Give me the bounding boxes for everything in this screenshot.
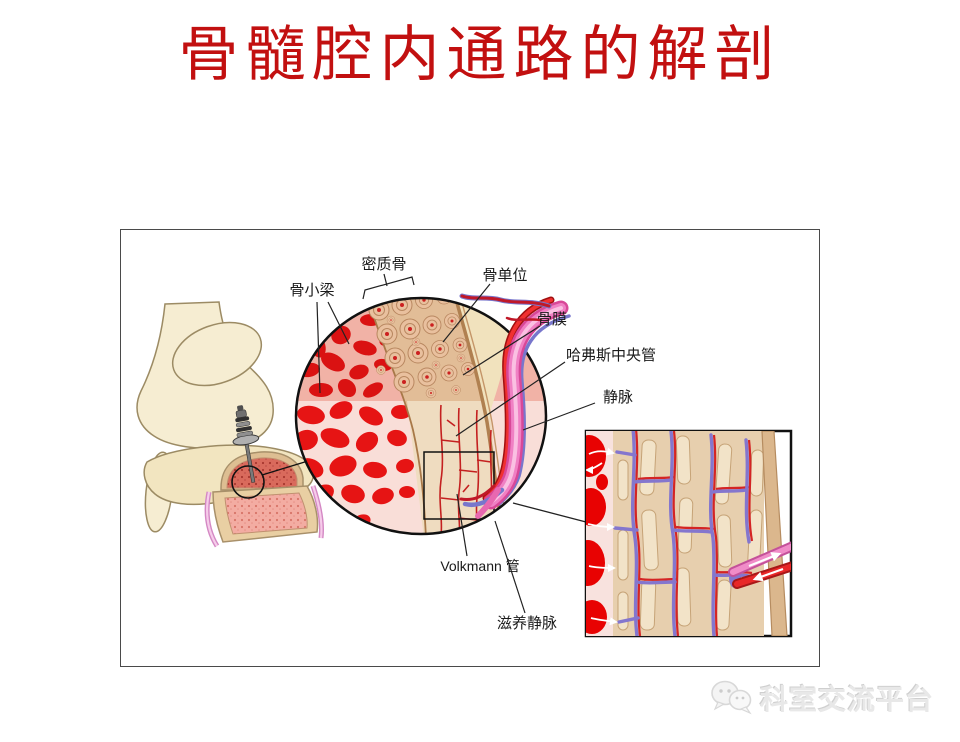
- leader-periosteum: [462, 325, 541, 376]
- label-osteon: 骨单位: [482, 267, 527, 284]
- knee-bone-illustration: [136, 301, 324, 548]
- patella: [171, 321, 263, 387]
- shaft-periosteum: [204, 485, 324, 548]
- periosteal-vessels: [459, 293, 571, 519]
- flow-arrows: [586, 447, 784, 626]
- page-title: 骨髓腔内通路的解剖: [178, 22, 782, 88]
- detail-inset-box: [584, 429, 793, 638]
- anatomy-diagram-frame: 骨小梁 密质骨 骨单位 骨膜 哈弗斯中央管 静脉 Volkmann 管 滋养静脉: [120, 229, 820, 667]
- inset-arteries: [634, 431, 754, 636]
- slide: { "slide": { "title": "骨髓腔内通路的解剖" }, "di…: [0, 22, 960, 742]
- magnified-region-marker: [231, 465, 265, 499]
- leader-trabeculae-1: [316, 301, 321, 394]
- leader-haversian: [455, 361, 566, 437]
- bone-cross-section-circle: [294, 293, 571, 536]
- diagram-labels: 骨小梁 密质骨 骨单位 骨膜 哈弗斯中央管 静脉 Volkmann 管 滋养静脉: [289, 256, 656, 632]
- leader-volkmann: [456, 493, 468, 557]
- circle-border: [294, 296, 548, 536]
- anatomy-diagram: 骨小梁 密质骨 骨单位 骨膜 哈弗斯中央管 静脉 Volkmann 管 滋养静脉: [136, 256, 793, 638]
- shaft-marrow: [224, 492, 308, 535]
- watermark: 科室交流平台: [710, 676, 934, 720]
- label-volkmann-canal: Volkmann 管: [440, 558, 519, 574]
- leader-compact-bracket: [362, 276, 415, 300]
- label-trabeculae: 骨小梁: [289, 282, 334, 299]
- leader-trabeculae-2: [327, 301, 350, 345]
- watermark-text: 科室交流平台: [759, 684, 934, 715]
- leader-nutrient: [494, 520, 526, 614]
- leader-vein: [522, 402, 596, 431]
- leader-osteon: [442, 283, 491, 343]
- label-compact-bone: 密质骨: [361, 256, 406, 273]
- inset-veins: [613, 431, 751, 636]
- bone-plates: [617, 435, 765, 631]
- label-vein: 静脉: [603, 389, 633, 406]
- leader-compact-stem: [383, 273, 388, 287]
- inset-periosteum-band: [761, 431, 788, 636]
- label-nutrient-vein: 滋养静脉: [497, 615, 557, 632]
- label-haversian-canal: 哈弗斯中央管: [566, 347, 656, 364]
- label-periosteum: 骨膜: [537, 311, 567, 328]
- inset-connector-line: [512, 502, 587, 523]
- magnifier-connector-line: [261, 460, 309, 476]
- wechat-icon: [711, 680, 752, 715]
- leader-lines: [316, 273, 596, 614]
- io-needle: [232, 405, 260, 483]
